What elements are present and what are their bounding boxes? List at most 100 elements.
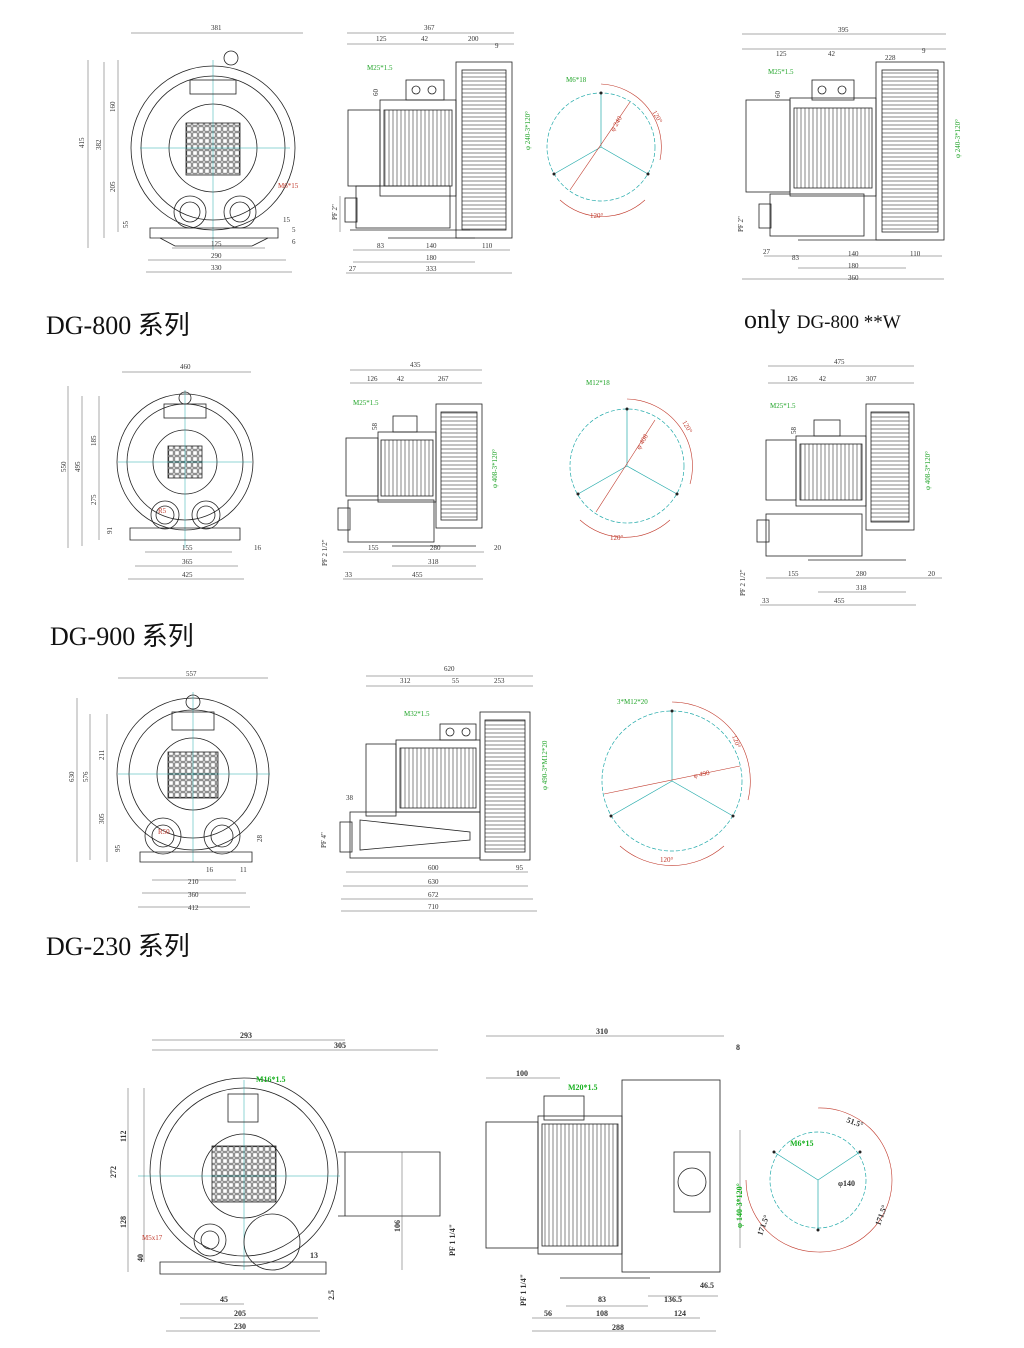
dg800w-side-dims (742, 33, 946, 280)
dg900-front-width: 460 (180, 363, 191, 371)
dg230-side-width: 620 (444, 665, 455, 673)
dg800-front-s5: 5 (292, 226, 296, 234)
dg800w-side-c: 228 (885, 54, 896, 62)
dg800w-side-b6: 360 (848, 274, 859, 282)
small-front-s25: 2.5 (327, 1290, 336, 1300)
small-flange-dia: φ140 (838, 1179, 855, 1188)
dg800-side-a: 125 (376, 35, 387, 43)
dg800w-side-a: 125 (776, 50, 787, 58)
dg900w-side-b4: 318 (856, 584, 867, 592)
dg800-flange-dia: φ 240 (609, 114, 624, 133)
small-front-port: M16*1.5 (256, 1075, 286, 1084)
caption-dg800w-model: DG-800 **W (796, 312, 901, 333)
dg900-front-h3: 185 (90, 435, 98, 446)
dg230-flange-dia: φ 490 (693, 769, 711, 780)
dg230-front-height: 630 (68, 771, 76, 782)
dg900-side-dims (343, 369, 484, 580)
dg900w-side-view (756, 403, 915, 561)
dg900w-side-dims (760, 365, 942, 606)
small-front-h2: 272 (109, 1166, 118, 1178)
small-front-h3: 128 (119, 1216, 128, 1228)
small-flange-a1: 51.5° (845, 1115, 864, 1129)
dg900-side-b6: 455 (412, 571, 423, 579)
small-side-b7: 288 (612, 1323, 624, 1332)
caption-dg900: DG-900 系列 (50, 622, 194, 651)
dg900-flange-a1: 120° (680, 419, 694, 435)
dg230-side-b3: 630 (428, 878, 439, 886)
small-front-b2: 205 (234, 1309, 246, 1318)
small-front-h106: 106 (393, 1220, 402, 1232)
dg900w-side-b3: 20 (928, 570, 936, 578)
dg230-side-flange: φ 490-3*M12*20 (541, 740, 549, 790)
dg800-side-width: 367 (424, 24, 435, 32)
caption-dg800w: only DG-800 **W (744, 305, 901, 335)
small-front-dims (127, 1039, 438, 1332)
dg800-front-b3: 330 (211, 264, 222, 272)
dg800-front-h5: 55 (122, 221, 130, 229)
dg230-front-h3: 211 (98, 749, 106, 760)
small-side-view (485, 1079, 721, 1279)
dg800w-side-b1: 83 (792, 254, 800, 262)
dg230-flange-bolt: 3*M12*20 (617, 698, 648, 706)
small-side-b2: 136.5 (664, 1295, 682, 1304)
dg800-side-b5: 27 (349, 265, 357, 273)
dg900w-side-c: 307 (866, 375, 877, 383)
dg230-front-width: 557 (186, 670, 197, 678)
dg800w-side-pf: PF 2" (737, 216, 745, 232)
dg900w-side-b5: 33 (762, 597, 770, 605)
small-side-b1: 83 (598, 1295, 606, 1304)
dg900-side-b4: 318 (428, 558, 439, 566)
dg800-front-s6: 6 (292, 238, 296, 246)
dg900w-side-b1: 155 (788, 570, 799, 578)
small-side-width: 310 (596, 1027, 608, 1036)
dg800-front-width: 381 (211, 24, 222, 32)
small-front-s13: 13 (310, 1251, 318, 1260)
small-side-port: M20*1.5 (568, 1083, 598, 1092)
dg230-front-b1: 210 (188, 878, 199, 886)
dg900-front-s16: 16 (254, 544, 262, 552)
dg800-side-h60: 60 (372, 89, 380, 97)
dg900-flange-a2: 120° (610, 534, 624, 542)
dg230-front-r: R50 (158, 828, 170, 836)
dg230-side-b2: 95 (516, 864, 524, 872)
small-side-dims (486, 1035, 741, 1332)
dg230-side-b4: 672 (428, 891, 439, 899)
small-side-b3: 46.5 (700, 1281, 714, 1290)
dg800-front-h4: 205 (109, 181, 117, 192)
small-flange-bolt: M6*15 (790, 1139, 814, 1148)
small-side-b6: 124 (674, 1309, 686, 1318)
dg800w-side-b5: 27 (763, 248, 771, 256)
dg800-side-port: M25*1.5 (367, 64, 393, 72)
small-flange-view (745, 1107, 893, 1253)
dg230-front-h2: 576 (82, 771, 90, 782)
dg900-side-port: M25*1.5 (353, 399, 379, 407)
dg800w-side-view (745, 61, 945, 241)
dg800w-side-b3: 110 (910, 250, 921, 258)
dg900w-side-width: 475 (834, 358, 845, 366)
dg800-side-b: 42 (421, 35, 429, 43)
dg900-front-r: R5 (158, 507, 167, 515)
dg800-front-b1: 125 (211, 240, 222, 248)
small-front-b3: 230 (234, 1322, 246, 1331)
dg900-front-view (116, 390, 254, 548)
dg800-side-b6: 333 (426, 265, 437, 273)
dg800-flange-bolt: M6*18 (566, 76, 587, 84)
dg900-front-h2: 495 (74, 461, 82, 472)
small-front-view (138, 1077, 441, 1275)
small-front-pf: PF 1 1/4" (448, 1224, 457, 1256)
dg900-side-pf: PF 2 1/2" (321, 539, 329, 566)
dg230-side-b1: 600 (428, 864, 439, 872)
dg900-flange-bolt: M12*18 (586, 379, 610, 387)
dg230-front-b2: 360 (188, 891, 199, 899)
dg900w-side-port: M25*1.5 (770, 402, 796, 410)
dg230-front-s11: 11 (240, 866, 247, 874)
dg900-side-a: 126 (367, 375, 378, 383)
dg900-side-c: 267 (438, 375, 449, 383)
small-side-pf: PF 1 1/4" (519, 1274, 528, 1306)
dg800-side-c: 200 (468, 35, 479, 43)
dg900-front-b1: 155 (182, 544, 193, 552)
dg800-front-view (130, 50, 296, 250)
dg800-side-b2: 140 (426, 242, 437, 250)
dg230-front-b3: 412 (188, 904, 199, 912)
